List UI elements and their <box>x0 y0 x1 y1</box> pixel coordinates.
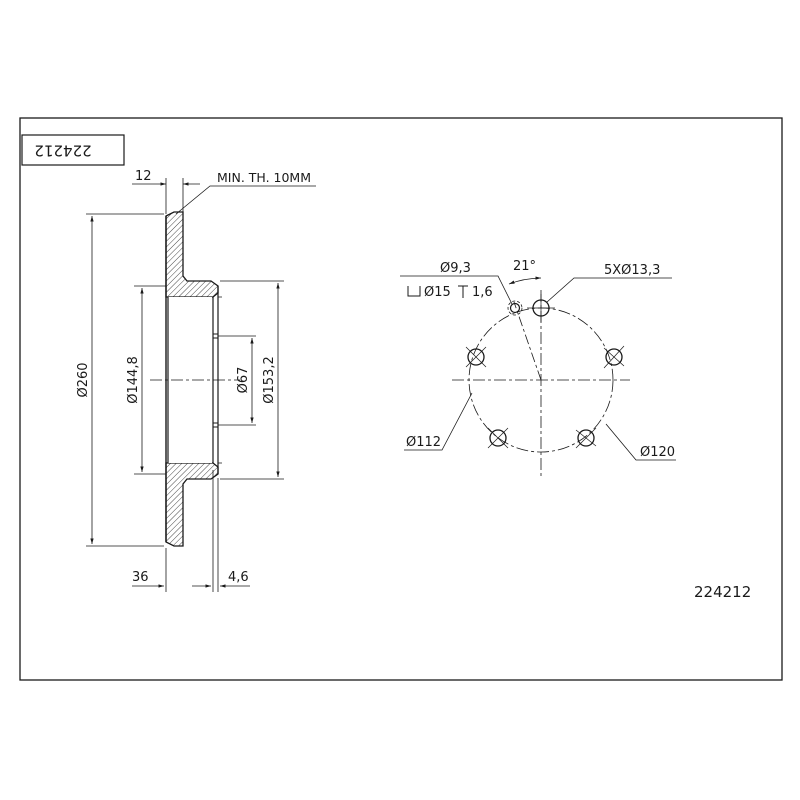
bolt-hole <box>487 427 509 449</box>
pcd-inner-label: Ø112 <box>406 435 441 450</box>
bolt-hole <box>603 345 625 369</box>
min-thickness-note: MIN. TH. 10MM <box>217 170 311 185</box>
part-number: 224212 <box>694 583 751 601</box>
hat-outer-diameter-label: Ø153,2 <box>262 356 277 403</box>
bolt-pattern-view: 21° Ø9,3 Ø15 1,6 5XØ13,3 Ø112 Ø120 <box>400 259 676 478</box>
hat-inner-diameter-label: Ø144,8 <box>126 356 141 403</box>
bolt-hole <box>575 427 597 449</box>
counterbore-icon <box>407 286 421 297</box>
angle-label: 21° <box>513 259 536 274</box>
center-bore-label: Ø67 <box>236 367 251 394</box>
total-height-label: 36 <box>132 570 149 585</box>
bolt-hole <box>527 294 555 322</box>
outer-diameter-label: Ø260 <box>76 362 91 397</box>
depth-icon <box>458 285 468 298</box>
title-block: 224212 <box>21 134 125 166</box>
disc-section-upper <box>165 211 219 298</box>
hat-wall-label: 4,6 <box>228 570 249 585</box>
bolt-hole <box>465 346 487 368</box>
disc-section-lower <box>165 462 219 547</box>
pcd-outer-label: Ø120 <box>640 445 675 460</box>
pilot-hole <box>507 300 523 316</box>
flange-thickness-label: 12 <box>135 169 152 184</box>
pilot-hole-label: Ø9,3 <box>440 261 471 276</box>
counterbore-label: Ø15 <box>424 285 451 300</box>
part-number-rotated: 224212 <box>34 142 91 160</box>
drawing-frame <box>19 117 783 681</box>
counterbore-depth-label: 1,6 <box>472 285 493 300</box>
bolt-holes-label: 5XØ13,3 <box>604 263 660 278</box>
section-view: 12 MIN. TH. 10MM Ø260 Ø144,8 Ø67 Ø153,2 <box>76 169 316 592</box>
